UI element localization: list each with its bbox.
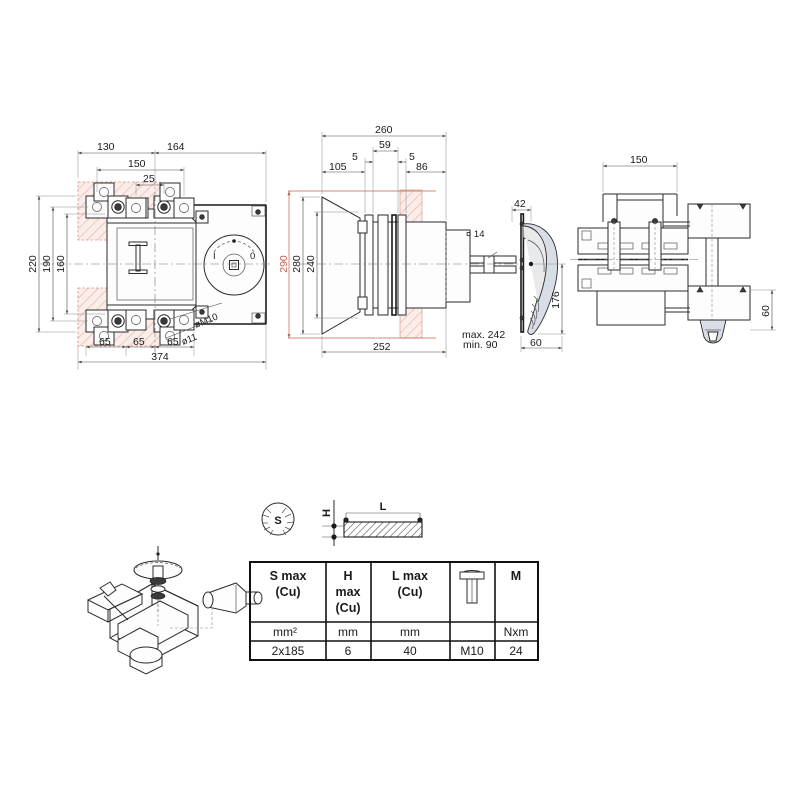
td-unit-2: mm — [338, 625, 358, 639]
dim-65-a: 65 — [99, 336, 111, 348]
terminal-assembly-illustration — [86, 546, 263, 675]
side-dim-left: 290 280 240 — [278, 191, 358, 338]
rear-dim-right: 60 — [750, 289, 776, 331]
side-dim-handle: 42 176 60 max. 242 min. 90 — [462, 198, 566, 352]
cable-section-symbol: S — [261, 502, 295, 536]
symbol-s-label: S — [274, 515, 281, 527]
th-m: M — [511, 569, 521, 583]
rear-right-top-block — [687, 203, 751, 239]
dim-240: 240 — [305, 255, 317, 273]
side-arc-chamber — [321, 196, 361, 335]
dim-25: 25 — [143, 173, 155, 185]
label-H: H — [321, 509, 333, 517]
shaft-min: min. 90 — [463, 339, 498, 351]
label-L: L — [380, 501, 387, 513]
handle-mount-plate — [520, 213, 525, 333]
bolt-icon — [459, 570, 485, 604]
td-unit-5: Nxm — [504, 625, 529, 639]
dim-86: 86 — [416, 161, 428, 173]
dim-260: 260 — [375, 124, 393, 136]
front-dim-bottom: 65 65 65 374 — [77, 324, 267, 370]
rear-view: 150 60 — [570, 154, 776, 344]
side-drive-shaft[interactable]: ¤ 14 — [466, 229, 517, 274]
dim-290-red: 290 — [278, 255, 290, 273]
rotary-selector-dial[interactable]: I 0 — [203, 234, 265, 296]
dim-60-side: 60 — [530, 337, 542, 349]
rear-handle-cup — [699, 319, 727, 344]
legend-symbols: S H L — [261, 500, 423, 546]
dim-65-b: 65 — [133, 336, 145, 348]
terminal-capacity-table: S max (Cu) H max (Cu) L max (Cu) M mm² m… — [249, 561, 539, 661]
rear-dim-top: 150 — [602, 154, 678, 192]
dim-280: 280 — [291, 255, 303, 273]
washer-bottom — [150, 592, 166, 600]
svg-text:0: 0 — [250, 251, 255, 262]
dim-190: 190 — [41, 255, 53, 273]
front-view: I 0 — [27, 141, 272, 370]
side-busbar-stack — [357, 214, 407, 316]
td-unit-3: mm — [400, 625, 420, 639]
rear-lower-body — [596, 290, 666, 326]
bar-dimension-symbol: H L — [321, 500, 423, 546]
bar-cross-section — [343, 521, 423, 538]
shaft-max: max. 242 — [462, 329, 505, 341]
side-dim-bottom: 252 — [321, 308, 447, 358]
rear-upper-rail — [577, 227, 689, 255]
dim-176: 176 — [550, 291, 562, 309]
th-hmax-l3: (Cu) — [336, 601, 361, 615]
td-val-3: 40 — [403, 644, 417, 658]
side-rear-block — [445, 229, 471, 303]
dim-5-b: 5 — [409, 151, 415, 163]
dim-220: 220 — [27, 255, 39, 273]
dim-374: 374 — [151, 351, 169, 363]
front-terminals-bottom — [85, 309, 195, 346]
dim-150: 150 — [128, 158, 146, 170]
dim-59: 59 — [379, 139, 391, 151]
side-dim-top: 260 59 5 5 105 86 — [321, 124, 447, 220]
dim-164: 164 — [167, 141, 185, 153]
operating-handle[interactable] — [522, 223, 559, 335]
th-lmax-l2: (Cu) — [398, 585, 423, 599]
dim-65-c: 65 — [167, 336, 179, 348]
socket-wrench-icon — [202, 582, 263, 614]
front-terminals-top — [85, 182, 195, 219]
dim-252: 252 — [373, 341, 391, 353]
td-val-2: 6 — [345, 644, 352, 658]
washer-mid — [149, 577, 167, 585]
th-hmax-l1: H — [343, 569, 352, 583]
th-lmax-l1: L max — [392, 569, 428, 583]
td-val-4: M10 — [460, 644, 484, 658]
dim-42: 42 — [514, 198, 526, 210]
dim-60-rear: 60 — [760, 305, 772, 317]
svg-text:I: I — [213, 251, 216, 262]
dim-105: 105 — [329, 161, 347, 173]
td-val-1: 2x185 — [272, 644, 305, 658]
th-smax-l2: (Cu) — [276, 585, 301, 599]
dim-5-a: 5 — [352, 151, 358, 163]
th-smax-l1: S max — [270, 569, 307, 583]
front-dim-left: 220 190 160 — [27, 195, 105, 333]
side-view: ¤ 14 260 59 — [278, 124, 566, 358]
label-shaft-14: ¤ 14 — [466, 229, 485, 240]
front-dim-top: 130 164 150 25 — [77, 141, 267, 202]
th-hmax-l2: max — [335, 585, 360, 599]
dim-160: 160 — [55, 255, 67, 273]
label-dia11: ø11 — [180, 332, 199, 348]
dim-130: 130 — [97, 141, 115, 153]
td-unit-1: mm² — [273, 625, 297, 639]
front-switch-marking — [128, 241, 148, 274]
td-val-5: 24 — [509, 644, 523, 658]
dim-150-rear: 150 — [630, 154, 648, 166]
